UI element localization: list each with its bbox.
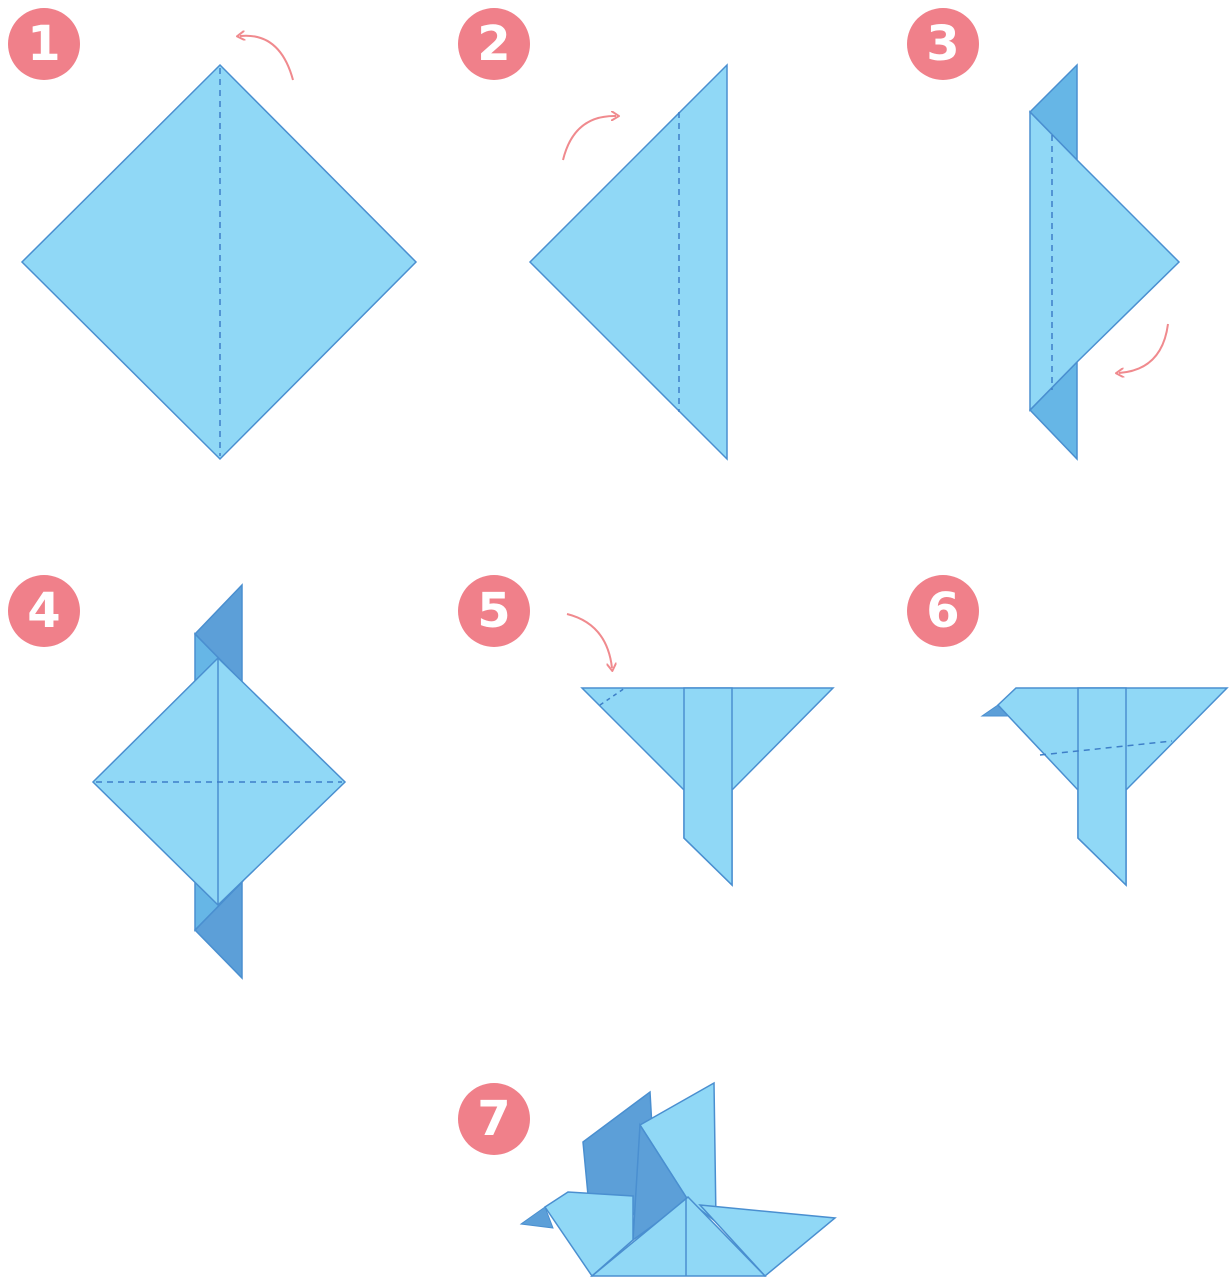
step-1-figure bbox=[22, 36, 416, 459]
step-5-figure bbox=[567, 614, 833, 885]
step-4-figure bbox=[93, 585, 345, 978]
step-7-figure bbox=[521, 1083, 835, 1276]
step-6-figure bbox=[982, 688, 1227, 885]
fold-arrow bbox=[1119, 324, 1168, 373]
fold-arrow bbox=[563, 116, 616, 160]
step-3-figure bbox=[1030, 65, 1179, 459]
paper-tail bbox=[684, 688, 732, 885]
paper-square bbox=[22, 65, 416, 459]
fold-arrow bbox=[240, 36, 293, 80]
paper-triangle bbox=[530, 65, 727, 459]
step-2-figure bbox=[530, 65, 727, 459]
fold-arrow bbox=[567, 614, 612, 668]
paper-tail bbox=[1078, 688, 1126, 885]
